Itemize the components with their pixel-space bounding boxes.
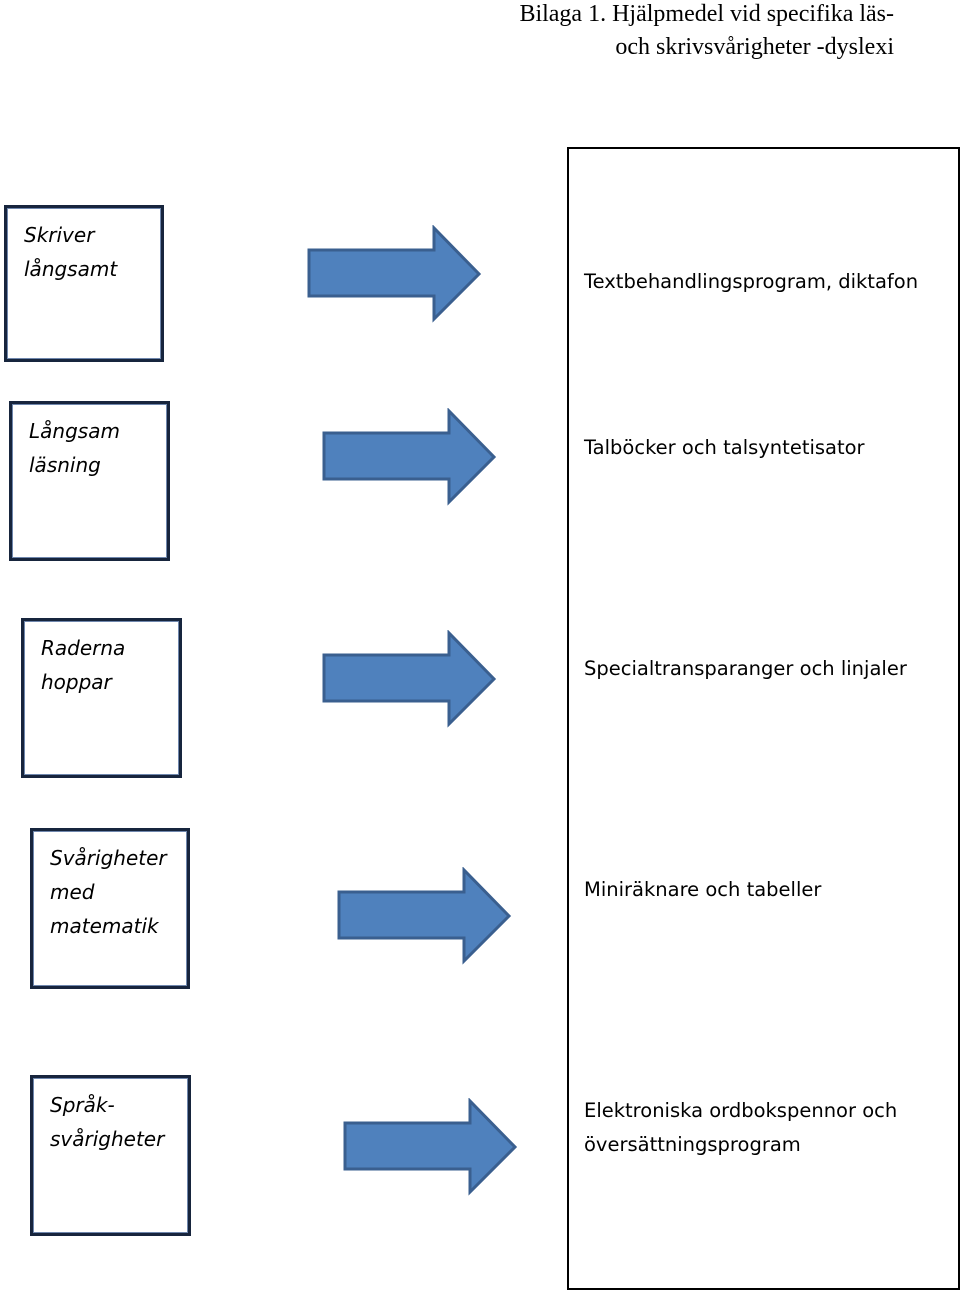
arrow-right-icon xyxy=(343,1098,518,1196)
problem-text-line: hoppar xyxy=(41,670,112,694)
solution-text-calculators: Miniräknare och tabeller xyxy=(584,873,821,907)
problem-text-line: Långsam xyxy=(29,419,120,443)
arrow-right-icon xyxy=(337,867,512,965)
solution-text-line: Specialtransparanger och linjaler xyxy=(584,657,907,680)
solution-text-electronic-dictionaries: Elektroniska ordbokspennor och översättn… xyxy=(584,1094,897,1162)
arrow-shape xyxy=(343,1098,518,1196)
problem-text-line: svårigheter xyxy=(50,1127,165,1151)
problem-text-line: Svårigheter xyxy=(50,846,167,870)
problem-box-language-difficulties: Språk- svårigheter xyxy=(30,1075,191,1236)
arrow-right-icon xyxy=(322,630,497,728)
problem-text-line: matematik xyxy=(50,914,159,938)
problem-text-line: Skriver xyxy=(24,223,95,247)
solution-text-line: Talböcker och talsyntetisator xyxy=(584,436,865,459)
problem-box-slow-reading: Långsam läsning xyxy=(9,401,170,561)
problem-box-math-difficulties: Svårigheter med matematik xyxy=(30,828,190,989)
arrow-shape xyxy=(337,867,512,965)
page-title-line-2: och skrivsvårigheter -dyslexi xyxy=(615,34,894,60)
solution-text-transparencies: Specialtransparanger och linjaler xyxy=(584,652,907,686)
arrow-shape xyxy=(322,408,497,506)
problem-text-line: långsamt xyxy=(24,257,118,281)
solution-text-audiobooks: Talböcker och talsyntetisator xyxy=(584,431,865,465)
page-title-line-1: Bilaga 1. Hjälpmedel vid specifika läs- xyxy=(519,1,894,27)
arrow-shape xyxy=(322,630,497,728)
page-title: Bilaga 1. Hjälpmedel vid specifika läs- … xyxy=(519,0,894,64)
solution-text-line: Miniräknare och tabeller xyxy=(584,878,822,901)
problem-box-writes-slowly: Skriver långsamt xyxy=(4,205,164,362)
problem-text-line: med xyxy=(50,880,95,904)
problem-box-lines-skip: Raderna hoppar xyxy=(21,618,182,778)
problem-text-line: Raderna xyxy=(41,636,126,660)
problem-text-line: Språk- xyxy=(50,1093,115,1117)
solution-text-line: översättningsprogram xyxy=(584,1133,801,1156)
problem-text-line: läsning xyxy=(29,453,101,477)
arrow-shape xyxy=(307,225,482,323)
solution-text-word-processor: Textbehandlingsprogram, diktafon xyxy=(584,265,918,299)
solution-text-line: Elektroniska ordbokspennor och xyxy=(584,1099,898,1122)
solutions-box xyxy=(567,147,960,1290)
arrow-right-icon xyxy=(322,408,497,506)
arrow-right-icon xyxy=(307,225,482,323)
solution-text-line: Textbehandlingsprogram, diktafon xyxy=(584,270,919,293)
